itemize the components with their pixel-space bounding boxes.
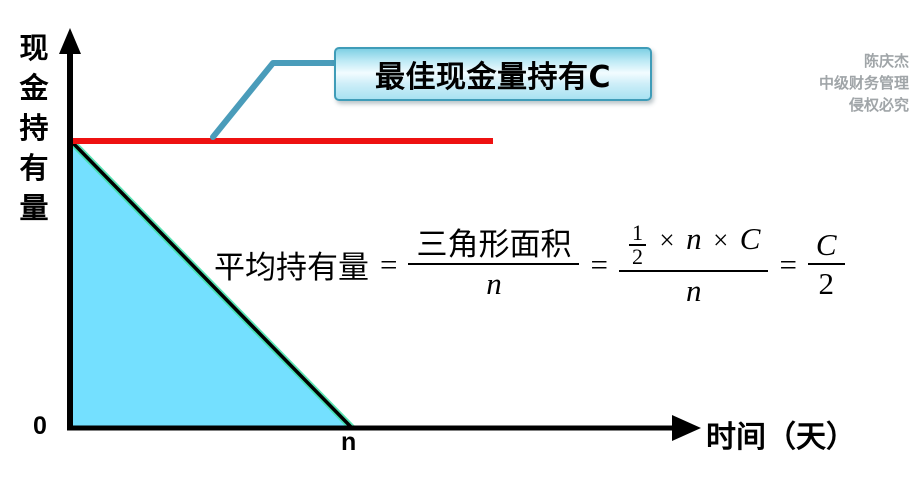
formula-variable-C: C — [739, 221, 761, 257]
formula-fraction-1-bar — [408, 263, 580, 266]
watermark-line-2: 侵权必究 — [848, 96, 909, 114]
formula-fraction-3-denominator: 2 — [818, 266, 835, 302]
formula-one-half-bar — [628, 244, 646, 246]
x-axis-tick-label-n: n — [341, 428, 357, 456]
formula-fraction-2-denominator: n — [685, 273, 702, 308]
y-axis-label: 现 金 持 有 量 — [12, 28, 56, 228]
formula-equals-2: = — [590, 246, 608, 282]
y-axis-label-char-2: 持 — [19, 111, 49, 145]
formula-fraction-2-numerator: 1 2 × n × C — [619, 222, 768, 270]
formula-one-half-denominator: 2 — [631, 244, 643, 269]
formula-equals-3: = — [779, 246, 797, 282]
formula-one-half: 1 2 — [628, 220, 646, 269]
formula-equals-1: = — [380, 246, 398, 282]
callout-label: 最佳现金量持有C — [374, 60, 612, 95]
watermark: 陈庆杰 中级财务管理 侵权必究 — [819, 50, 909, 116]
formula-fraction-2: 1 2 × n × C n — [618, 222, 769, 308]
formula-one-half-numerator: 1 — [631, 220, 643, 245]
x-axis-arrowhead — [672, 415, 701, 441]
cash-depletion-line — [68, 138, 354, 430]
y-axis-label-char-1: 金 — [19, 71, 49, 105]
callout-leader-line — [210, 60, 339, 140]
watermark-line-1: 中级财务管理 — [818, 74, 909, 92]
formula-lhs: 平均持有量 — [214, 250, 369, 287]
formula-variable-n: n — [686, 221, 702, 257]
formula-fraction-1: 三角形面积 n — [408, 226, 580, 302]
callout-box: 最佳现金量持有C — [334, 47, 652, 101]
formula-fraction-1-denominator: n — [486, 266, 502, 302]
y-axis-label-char-3: 有 — [19, 151, 49, 185]
formula-times-2: × — [713, 225, 729, 256]
y-axis-label-char-4: 量 — [19, 191, 49, 225]
formula-times-1: × — [659, 225, 675, 256]
y-axis-label-char-0: 现 — [19, 31, 49, 65]
formula-fraction-3-bar — [807, 263, 845, 266]
x-axis-label: 时间（天） — [706, 420, 856, 455]
watermark-line-0: 陈庆杰 — [863, 52, 909, 70]
formula-fraction-3-numerator: C — [815, 226, 837, 262]
formula-fraction-1-numerator: 三角形面积 — [416, 226, 572, 263]
formula-fraction-3: C 2 — [807, 226, 845, 302]
average-holding-formula: 平均持有量 = 三角形面积 n = 1 2 × n × C n = — [214, 222, 845, 308]
formula-fraction-2-bar — [618, 270, 769, 272]
y-axis-arrowhead — [59, 28, 81, 54]
origin-label: 0 — [33, 412, 47, 440]
